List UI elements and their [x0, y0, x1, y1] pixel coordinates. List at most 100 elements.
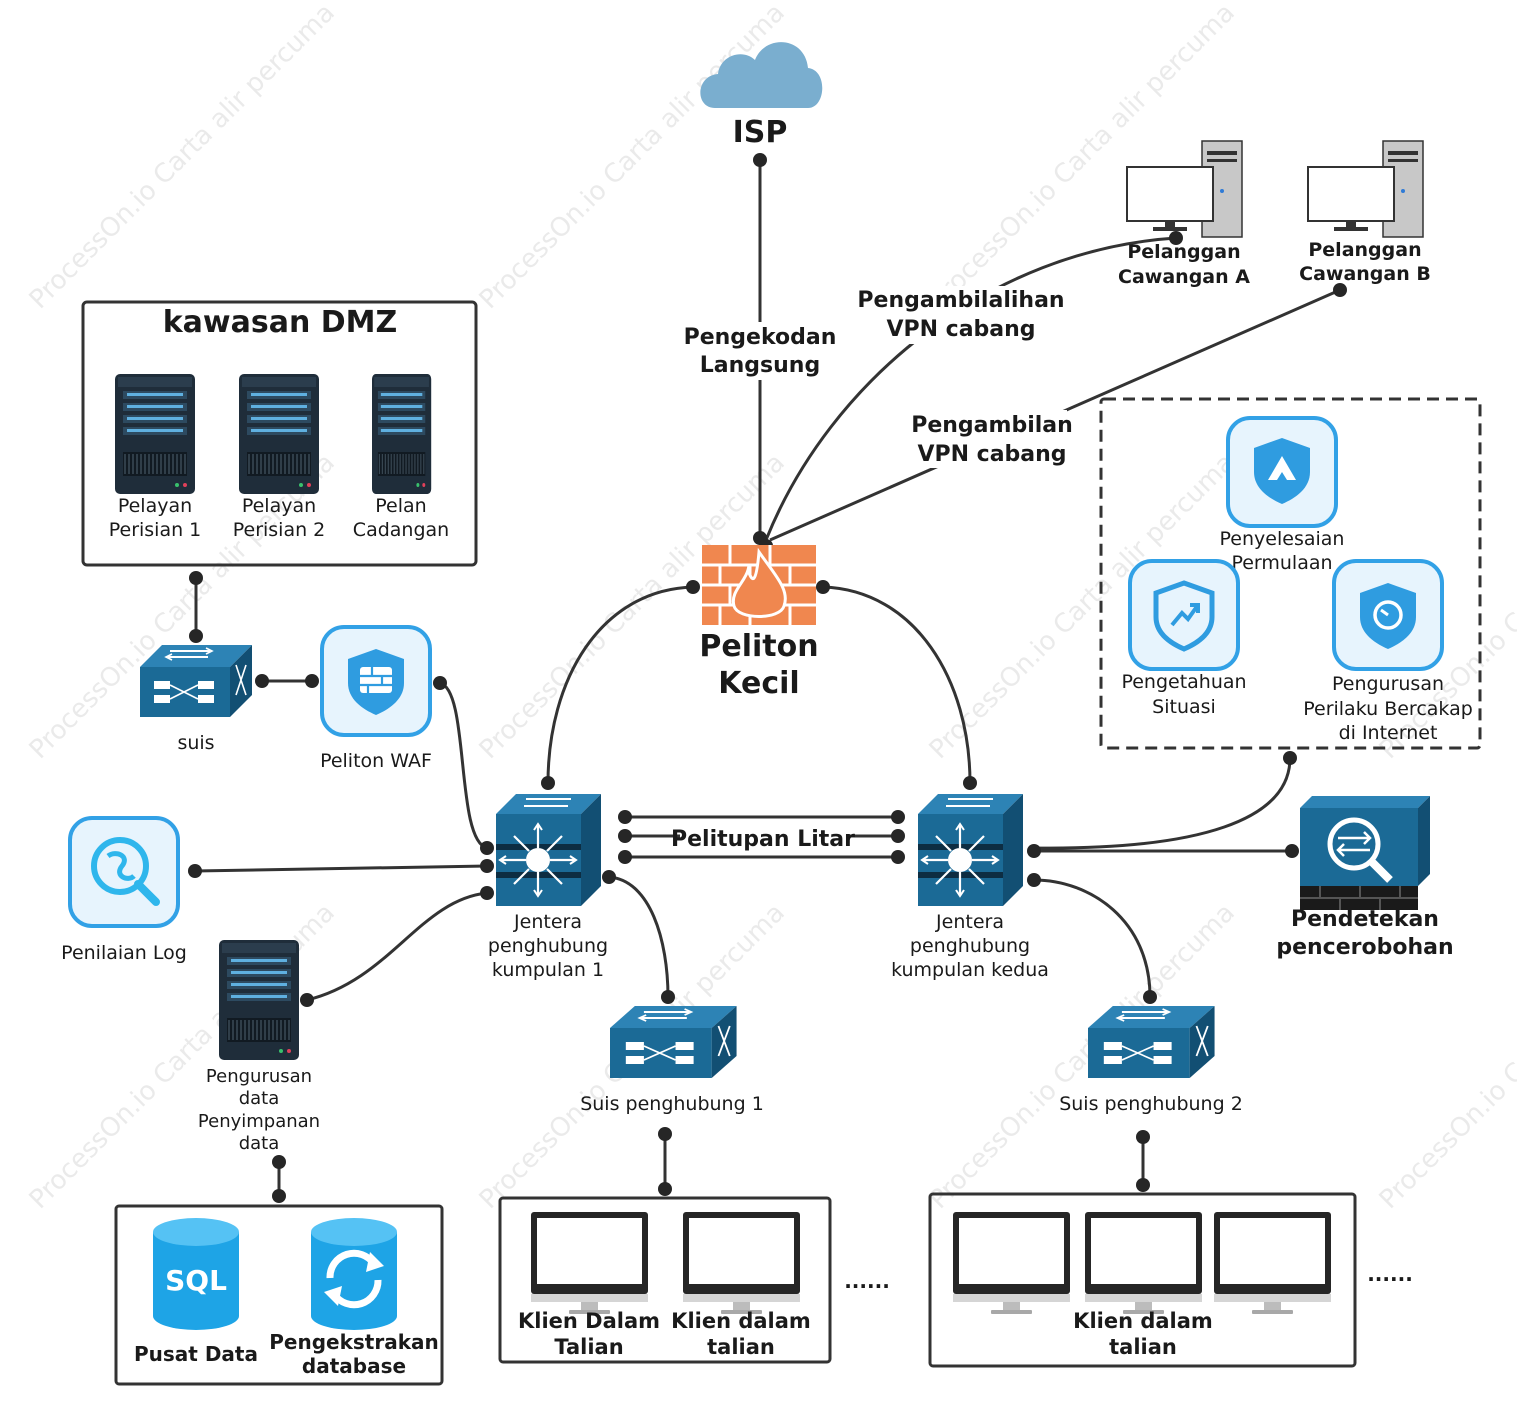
svg-text:suis: suis	[177, 732, 214, 754]
switch-icon	[139, 644, 253, 718]
switch-icon	[1086, 1004, 1216, 1080]
svg-text:Pengekodan: Pengekodan	[684, 325, 837, 350]
svg-text:database: database	[302, 1354, 406, 1378]
server-software-2[interactable]: Pelayan Perisian 2	[233, 373, 326, 541]
ids-icon	[1300, 796, 1430, 910]
clock-shield-icon	[1360, 583, 1416, 649]
switch-icon	[608, 1004, 738, 1080]
monitor-icon	[1085, 1212, 1202, 1314]
online-client[interactable]: Klien dalam talian	[671, 1212, 811, 1359]
storage-management[interactable]: Pengurusan data Penyimpanan data	[198, 939, 320, 1154]
security-solution-initial[interactable]: Penyelesaian Permulaan	[1220, 416, 1345, 574]
security-group[interactable]: Penyelesaian Permulaan Pengetahuan Situa…	[1099, 397, 1482, 750]
clients-zone-2[interactable]: Klien dalam talian	[928, 1192, 1357, 1368]
access-switch-2[interactable]: Suis penghubung 2	[1059, 1004, 1243, 1115]
svg-text:Pelayan: Pelayan	[242, 495, 316, 517]
intrusion-detection[interactable]: Pendetekan pencerobohan	[1276, 796, 1454, 960]
svg-text:Pelanggan: Pelanggan	[1308, 239, 1421, 261]
dmz-zone[interactable]: kawasan DMZ Pelayan Perisian 1 Pelayan P…	[81, 300, 478, 567]
svg-text:Klien dalam: Klien dalam	[671, 1309, 811, 1333]
svg-text:Peliton: Peliton	[699, 629, 818, 664]
cloud-shield-icon	[1254, 438, 1310, 504]
server-backup[interactable]: Pelan Cadangan	[353, 373, 449, 541]
access-switch-1[interactable]: Suis penghubung 1	[580, 1004, 764, 1115]
waf-node[interactable]: Peliton WAF	[320, 625, 432, 772]
internet-behavior-management[interactable]: Pengurusan Perilaku Bercakap di Internet	[1303, 559, 1473, 744]
svg-text:Kecil: Kecil	[718, 666, 799, 701]
isp-node[interactable]: ISP	[700, 42, 823, 150]
core-switch-icon	[916, 792, 1025, 908]
svg-text:pencerobohan: pencerobohan	[1276, 935, 1453, 960]
svg-text:Pelitupan Litar: Pelitupan Litar	[671, 827, 855, 852]
edge-fw-core2	[822, 585, 972, 784]
svg-text:Pengekstrakan: Pengekstrakan	[269, 1330, 439, 1354]
svg-text:Pengambilan: Pengambilan	[911, 413, 1073, 438]
desktop-computer-icon	[1126, 140, 1243, 238]
server-icon	[371, 373, 432, 495]
svg-text:Perisian 1: Perisian 1	[109, 519, 202, 541]
svg-text:VPN cabang: VPN cabang	[886, 317, 1035, 342]
svg-text:Penyimpanan: Penyimpanan	[198, 1111, 320, 1132]
edge-waf-core1	[439, 681, 488, 850]
svg-text:penghubung: penghubung	[488, 935, 608, 957]
core-switch-icon	[494, 792, 603, 908]
edge-label-vpn-b: Pengambilan VPN cabang	[911, 410, 1073, 468]
svg-text:Pelan: Pelan	[375, 495, 426, 517]
svg-text:Perisian 2: Perisian 2	[233, 519, 326, 541]
svg-text:data: data	[239, 1088, 280, 1109]
svg-text:Peliton WAF: Peliton WAF	[320, 750, 432, 772]
svg-text:ProcessOn.io Carta alir percum: ProcessOn.io Carta alir percuma	[24, 0, 341, 315]
edge-label-vpn-a: Pengambilalihan VPN cabang	[857, 286, 1065, 344]
monitor-icon	[683, 1212, 800, 1314]
clients-2-ellipsis: ......	[1367, 1262, 1413, 1286]
sql-datacenter[interactable]: SQL Pusat Data	[134, 1218, 258, 1366]
svg-text:Jentera: Jentera	[513, 911, 582, 933]
core-switch-2[interactable]: Jentera penghubung kumpulan kedua	[891, 792, 1049, 981]
svg-text:Langsung: Langsung	[700, 353, 820, 378]
situation-awareness[interactable]: Pengetahuan Situasi	[1121, 559, 1247, 718]
edge-core2-security	[1033, 757, 1292, 850]
svg-text:SQL: SQL	[165, 1264, 227, 1297]
svg-text:Penilaian Log: Penilaian Log	[61, 942, 187, 964]
svg-text:Pusat Data: Pusat Data	[134, 1342, 258, 1366]
branch-client-b[interactable]: Pelanggan Cawangan B	[1299, 140, 1431, 285]
isp-label: ISP	[733, 115, 788, 150]
svg-text:Klien Dalam: Klien Dalam	[518, 1309, 660, 1333]
monitor-icon	[531, 1212, 648, 1314]
server-icon	[218, 939, 300, 1061]
edge-core1-access1	[608, 875, 670, 998]
svg-text:Pendetekan: Pendetekan	[1291, 907, 1439, 932]
svg-text:kumpulan kedua: kumpulan kedua	[891, 959, 1049, 981]
svg-text:Cawangan B: Cawangan B	[1299, 263, 1431, 285]
datacenter-zone[interactable]: SQL Pusat Data Pengekstrakan database	[114, 1204, 444, 1386]
online-client[interactable]: Klien Dalam Talian	[518, 1212, 660, 1359]
svg-text:di Internet: di Internet	[1339, 722, 1438, 744]
svg-text:Permulaan: Permulaan	[1231, 552, 1332, 574]
svg-text:Situasi: Situasi	[1152, 696, 1216, 718]
svg-text:talian: talian	[1109, 1335, 1177, 1359]
core-switch-1[interactable]: Jentera penghubung kumpulan 1	[488, 792, 608, 981]
server-icon	[238, 373, 320, 495]
svg-text:Suis penghubung 2: Suis penghubung 2	[1059, 1093, 1243, 1115]
branch-client-a[interactable]: Pelanggan Cawangan A	[1118, 140, 1250, 288]
edge-fw-core1	[546, 585, 694, 784]
svg-text:Cawangan A: Cawangan A	[1118, 266, 1250, 288]
server-software-1[interactable]: Pelayan Perisian 1	[109, 373, 202, 541]
edge-label-stack: Pelitupan Litar	[671, 822, 855, 852]
svg-text:Klien dalam: Klien dalam	[1073, 1309, 1213, 1333]
dmz-switch[interactable]: suis	[139, 644, 253, 754]
server-icon	[114, 373, 196, 495]
database-sync-icon	[311, 1218, 397, 1330]
svg-text:Talian: Talian	[554, 1335, 623, 1359]
database-extraction[interactable]: Pengekstrakan database	[269, 1218, 439, 1378]
clients-zone-1[interactable]: Klien Dalam Talian Klien dalam talian	[498, 1196, 832, 1364]
monitor-icon	[953, 1212, 1070, 1314]
svg-text:Perilaku Bercakap: Perilaku Bercakap	[1303, 698, 1473, 720]
svg-text:Jentera: Jentera	[935, 911, 1004, 933]
log-assessment[interactable]: Penilaian Log	[61, 816, 187, 964]
svg-text:Pelanggan: Pelanggan	[1127, 241, 1240, 263]
clients-1-ellipsis: ......	[844, 1269, 890, 1293]
firewall-node[interactable]: Peliton Kecil	[699, 545, 819, 701]
svg-text:kumpulan 1: kumpulan 1	[492, 959, 604, 981]
